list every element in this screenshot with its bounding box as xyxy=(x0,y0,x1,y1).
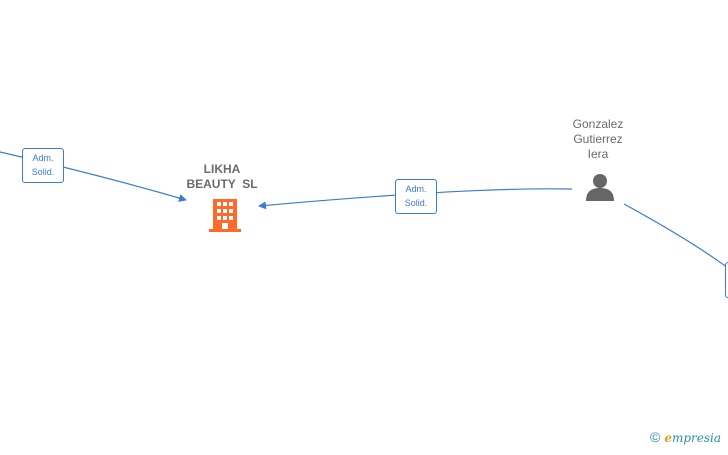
edge-label-person: Adm. Solid. xyxy=(395,179,437,214)
edge-label-line2: Solid. xyxy=(31,167,55,177)
company-label[interactable]: LIKHA BEAUTY SL xyxy=(172,162,272,192)
edge-label-line2: Solid. xyxy=(404,198,428,208)
edge-label-left: Adm. Solid. xyxy=(22,148,64,183)
edge-label-line1: Adm. xyxy=(405,184,427,194)
building-icon[interactable] xyxy=(209,199,241,232)
person-label[interactable]: Gonzalez Gutierrez Iera xyxy=(548,117,648,162)
company-name-line2: BEAUTY SL xyxy=(186,177,258,191)
person-name-line3: Iera xyxy=(587,147,609,161)
edge-person-to-company xyxy=(258,188,573,210)
watermark: ©empresia xyxy=(650,429,721,445)
company-name-line1: LIKHA xyxy=(203,162,241,176)
person-name-line2: Gutierrez xyxy=(573,132,623,146)
edge-label-right-clipped xyxy=(725,262,728,298)
edge-label-line1: Adm. xyxy=(32,153,54,163)
person-name-line1: Gonzalez xyxy=(572,117,624,131)
brand-logo: empresia xyxy=(664,431,722,445)
copyright-icon: © xyxy=(650,429,661,445)
edge-person-to-right xyxy=(623,203,728,269)
person-icon[interactable] xyxy=(586,174,614,201)
